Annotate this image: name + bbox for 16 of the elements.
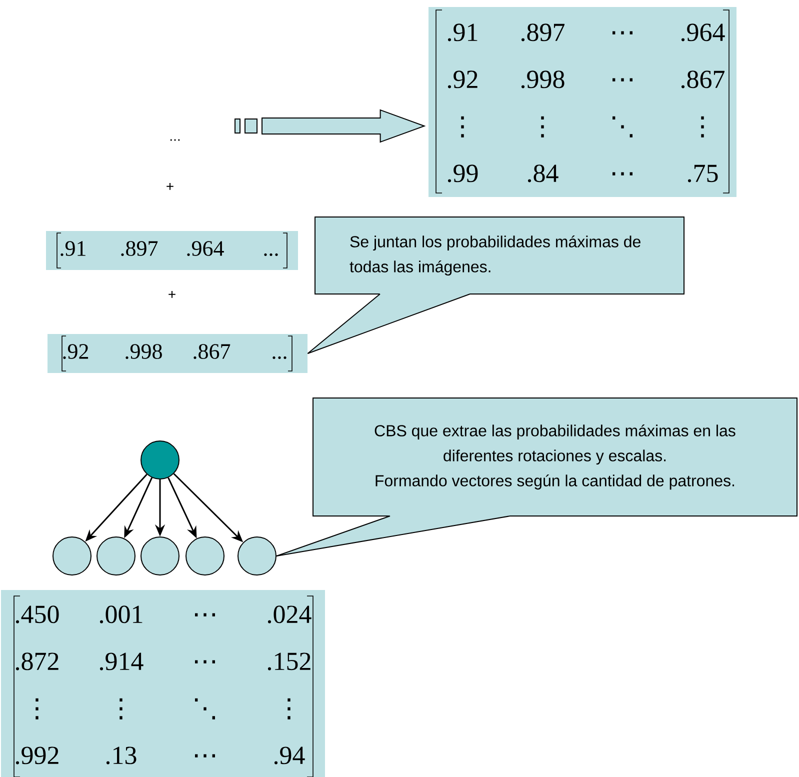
vector: .92 .998 .867 ... [48,334,308,373]
block-arrow [234,109,426,143]
circle [238,536,276,576]
callout-tail [276,516,510,556]
circle [52,536,92,576]
circle [186,536,224,576]
circle [140,440,180,480]
circle [96,536,136,576]
matrix: .91 .897 ⋯ .964 .92 .998 ⋯ .867 ⋮ ⋮ ⋱ ⋮ .99 .84 ⋯ .75 [428,7,736,197]
matrix: .450 .001 ⋯ .024 .872 .914 ⋯ .152 ⋮ ⋮ ⋱ ⋮ .992 .13 ⋯ .94 [1,590,325,777]
vector: .91 .897 .964 ... [46,231,298,270]
circle [140,536,180,576]
label: + [168,290,176,298]
label: ... [170,139,180,141]
label: + [166,182,174,190]
callout-tail [307,294,470,354]
